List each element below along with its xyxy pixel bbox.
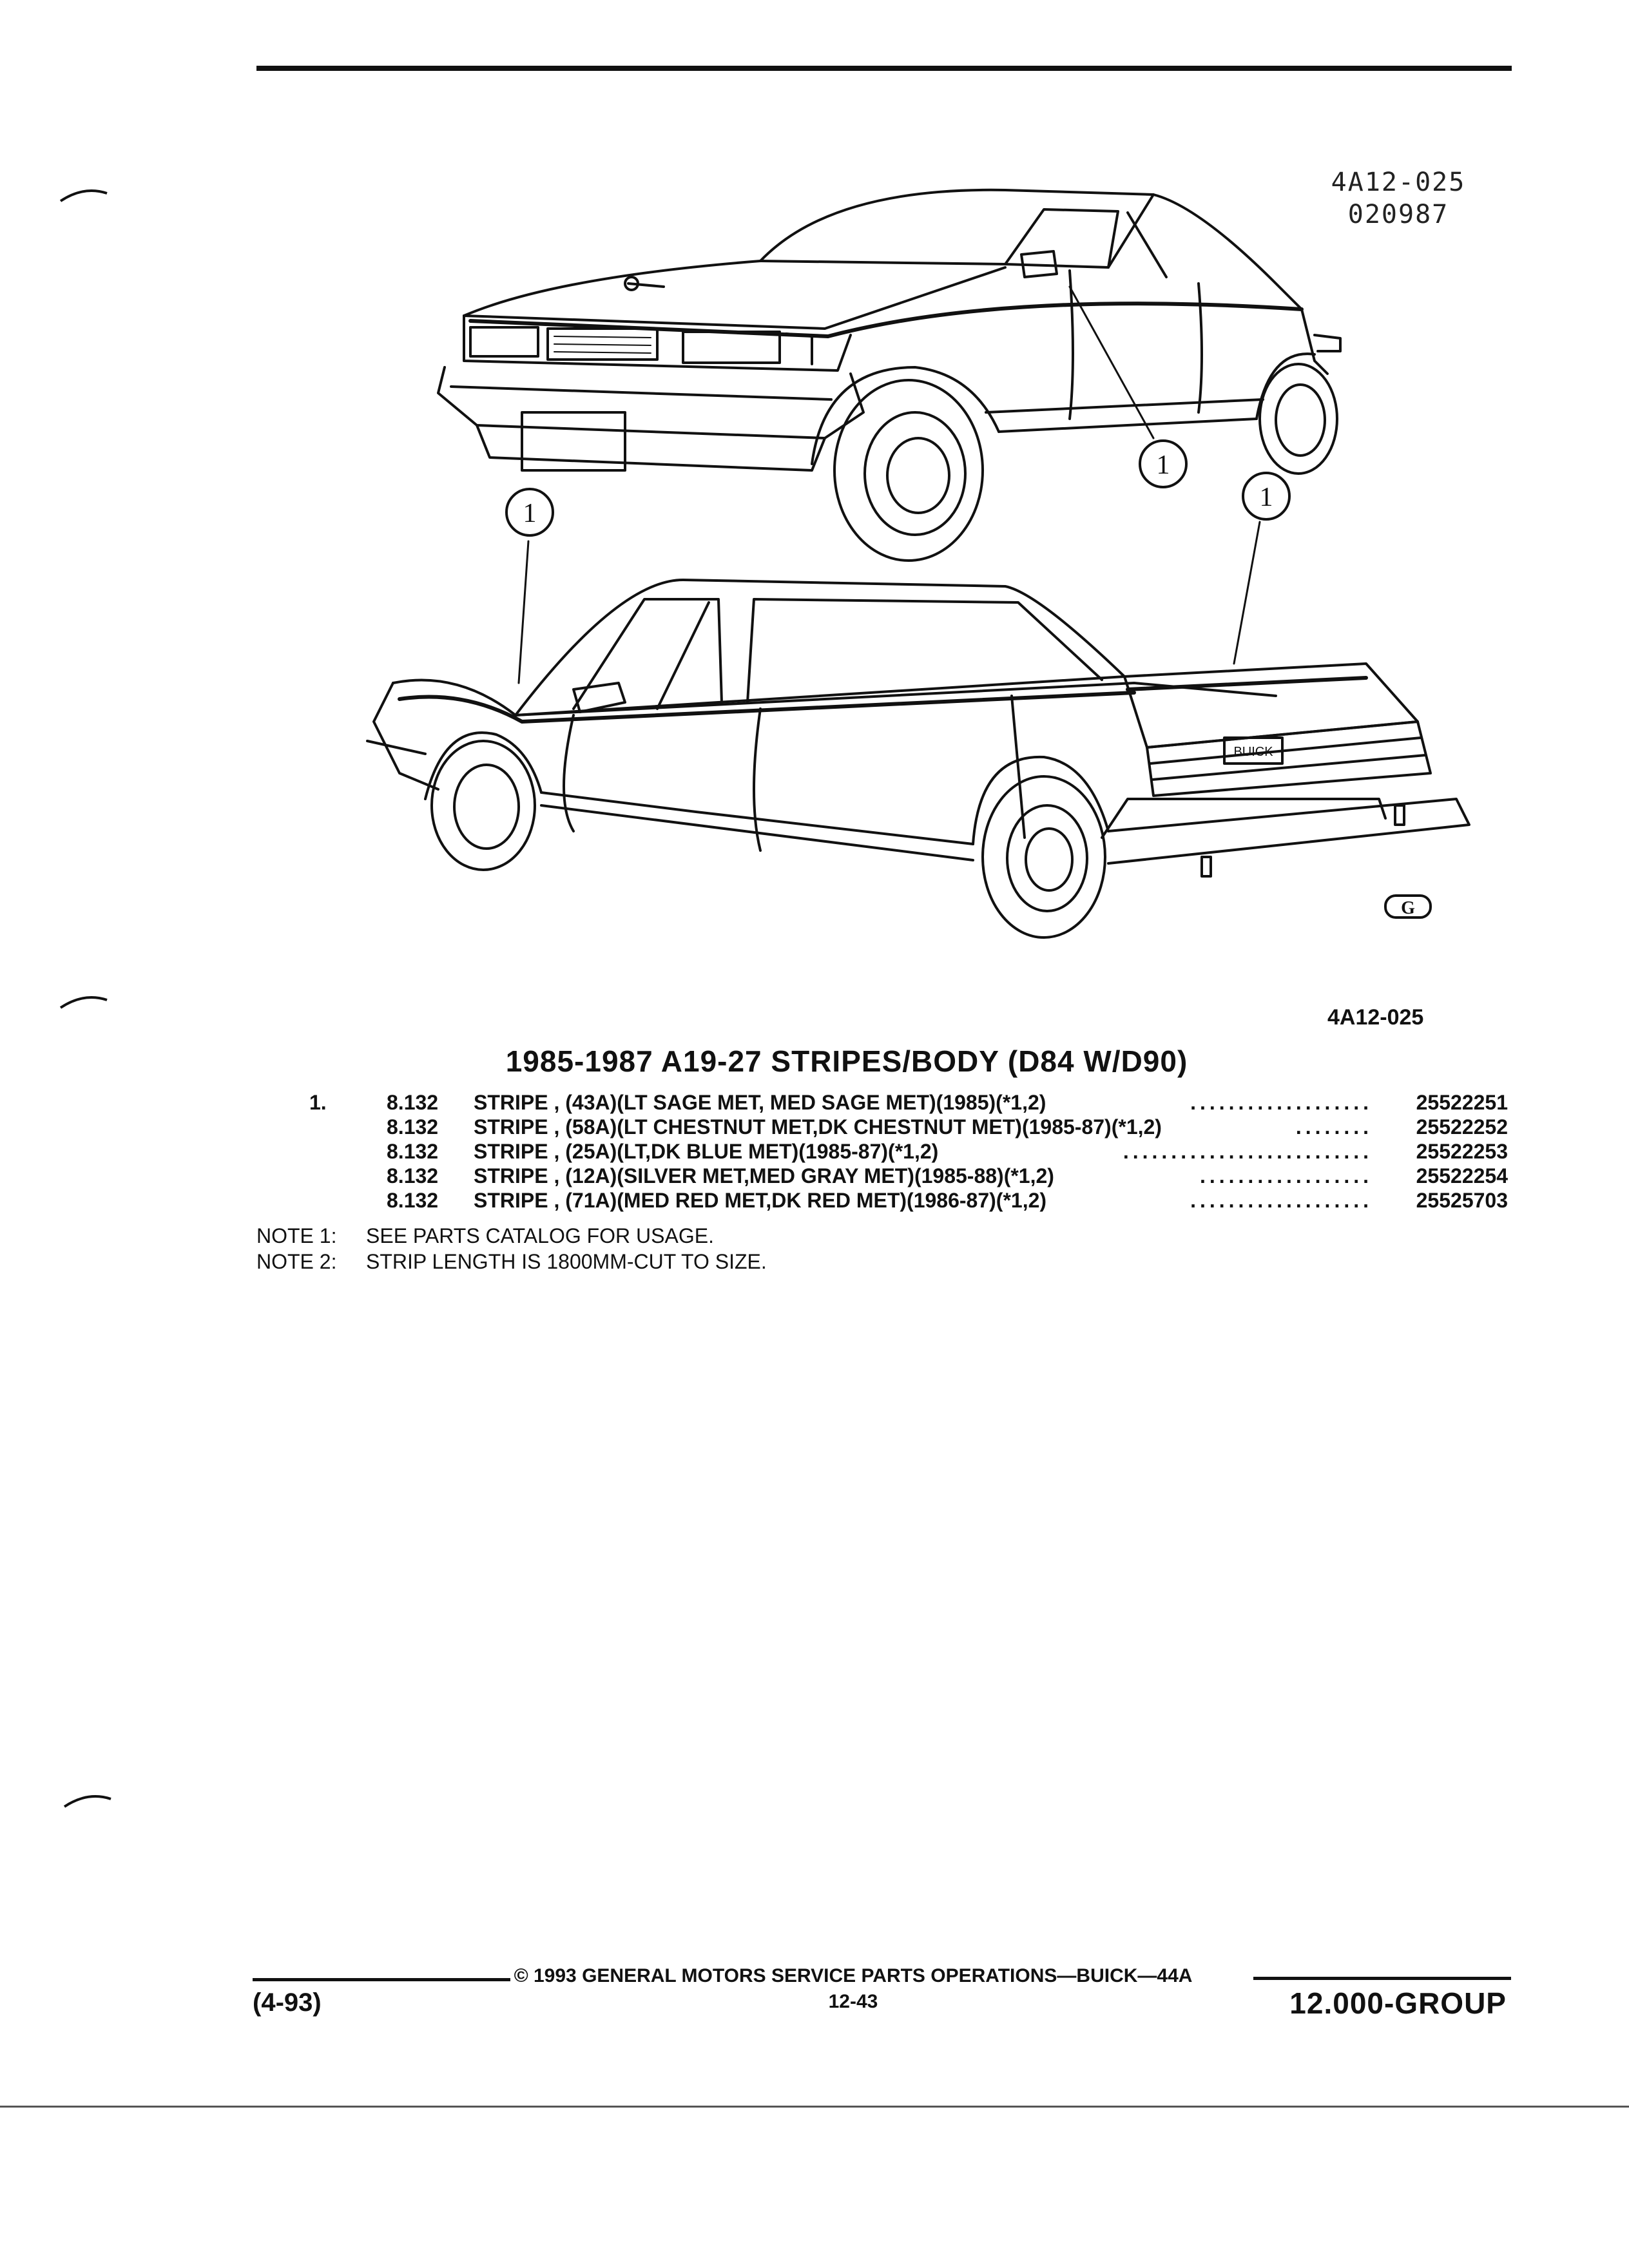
part-level: 8.132 xyxy=(387,1091,439,1114)
car-front-view xyxy=(437,188,1342,562)
part-desc: STRIPE , (12A)(SILVER MET,MED GRAY MET)(… xyxy=(474,1164,1054,1187)
part-desc: STRIPE , (58A)(LT CHESTNUT MET,DK CHESTN… xyxy=(474,1115,1162,1139)
part-row: 8.132 STRIPE , (58A)(LT CHESTNUT MET,DK C… xyxy=(309,1115,1508,1139)
part-level: 8.132 xyxy=(387,1164,439,1187)
callout-rear-right: 1 xyxy=(1260,483,1273,512)
part-level: 8.132 xyxy=(387,1189,439,1212)
note-row: NOTE 2: STRIP LENGTH IS 1800MM-CUT TO SIZ… xyxy=(256,1249,767,1274)
punch-mark-bottom xyxy=(63,1795,111,1808)
part-dots: ................... xyxy=(1190,1091,1373,1114)
punch-mark-middle xyxy=(59,996,108,1009)
punch-mark-top xyxy=(59,189,108,202)
note-row: NOTE 1: SEE PARTS CATALOG FOR USAGE. xyxy=(256,1223,767,1249)
part-row: 8.132 STRIPE , (71A)(MED RED MET,DK RED M… xyxy=(309,1188,1508,1213)
footer-copyright: © 1993 GENERAL MOTORS SERVICE PARTS OPER… xyxy=(514,1965,1193,1986)
figure-code-line2: 020987 xyxy=(1347,200,1449,229)
footer-rule-right xyxy=(1253,1977,1511,1980)
part-number: 25522252 xyxy=(1416,1115,1508,1139)
part-number: 25522254 xyxy=(1416,1164,1508,1187)
part-number: 25522251 xyxy=(1416,1091,1508,1114)
part-dots: ................... xyxy=(1190,1189,1373,1212)
figure-code-line1: 4A12-025 xyxy=(1331,168,1466,197)
part-desc: STRIPE , (71A)(MED RED MET,DK RED MET)(1… xyxy=(474,1189,1047,1212)
part-dots: ........ xyxy=(1295,1115,1373,1139)
note-text: STRIP LENGTH IS 1800MM-CUT TO SIZE. xyxy=(366,1250,767,1273)
trunk-badge: BUICK xyxy=(1233,745,1273,759)
section-title: 1985-1987 A19-27 STRIPES/BODY (D84 W/D90… xyxy=(505,1044,1188,1078)
parts-list: 1. 8.132 STRIPE , (43A)(LT SAGE MET, MED S… xyxy=(309,1090,1508,1213)
part-desc: STRIPE , (43A)(LT SAGE MET, MED SAGE MET… xyxy=(474,1091,1046,1114)
car-stripe-illustration: 1 1 1 BUICK G xyxy=(366,188,1470,939)
figure-reference-code: 4A12-025 xyxy=(1327,1005,1424,1030)
footer-revision-date: (4-93) xyxy=(253,1988,322,2017)
gm-logo-mark: G xyxy=(1401,898,1415,918)
part-number: 25525703 xyxy=(1416,1189,1508,1212)
callout-rear-left: 1 xyxy=(523,499,537,528)
note-label: NOTE 1: xyxy=(256,1224,337,1247)
bottom-edge-rule xyxy=(0,2106,1629,2108)
notes: NOTE 1:SEE PARTS CATALOG FOR USAGE.NOTE … xyxy=(256,1223,767,1274)
part-level: 8.132 xyxy=(387,1115,439,1139)
part-dots: .................. xyxy=(1199,1164,1373,1187)
note-label: NOTE 2: xyxy=(256,1250,337,1273)
part-dots: .......................... xyxy=(1123,1140,1373,1163)
part-desc: STRIPE , (25A)(LT,DK BLUE MET)(1985-87)(… xyxy=(474,1140,939,1163)
header-rule xyxy=(256,66,1512,71)
part-number: 25522253 xyxy=(1416,1140,1508,1163)
car-rear-view xyxy=(366,472,1470,939)
callout-front: 1 xyxy=(1157,450,1170,480)
footer-page-number: 12-43 xyxy=(828,1991,878,2012)
part-row: 8.132 STRIPE , (12A)(SILVER MET,MED GRAY … xyxy=(309,1164,1508,1188)
part-row: 1. 8.132 STRIPE , (43A)(LT SAGE MET, MED S… xyxy=(309,1090,1508,1115)
part-row: 8.132 STRIPE , (25A)(LT,DK BLUE MET)(1985… xyxy=(309,1139,1508,1164)
part-level: 8.132 xyxy=(387,1140,439,1163)
part-item: 1. xyxy=(309,1091,327,1114)
footer-rule-left xyxy=(253,1978,510,1981)
note-text: SEE PARTS CATALOG FOR USAGE. xyxy=(366,1224,714,1247)
footer-group: 12.000-GROUP xyxy=(1289,1986,1507,2020)
figure-code: 4A12-025 020987 xyxy=(1315,166,1482,231)
